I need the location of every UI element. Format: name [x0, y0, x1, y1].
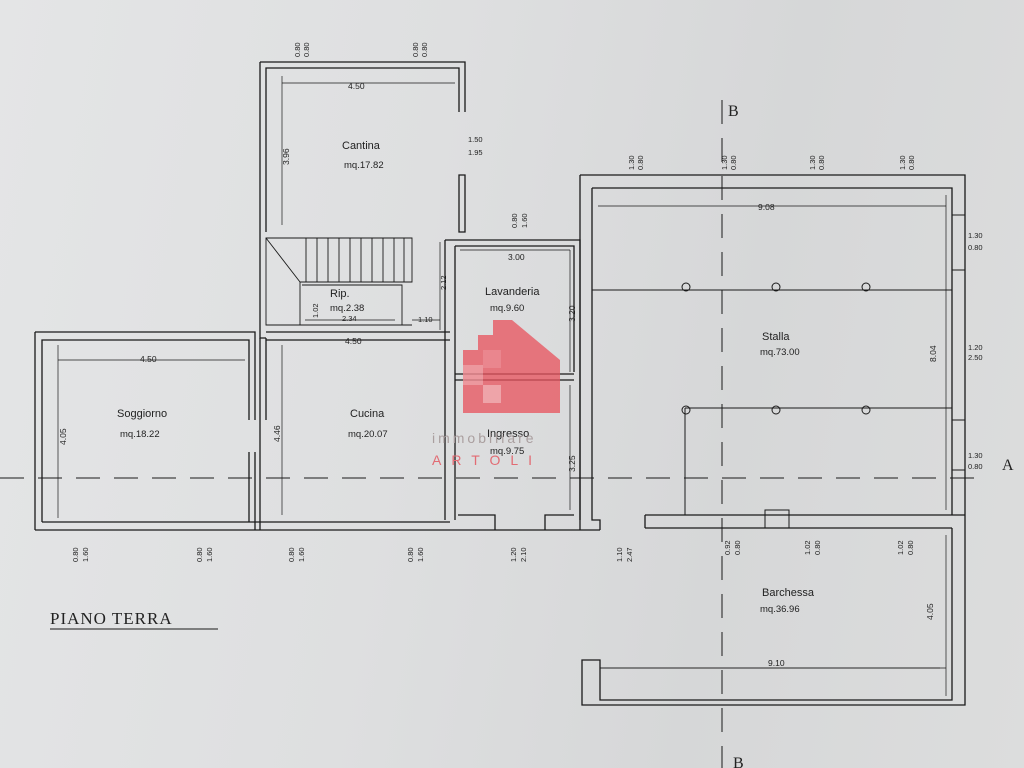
section-b-top-label: B: [728, 103, 739, 120]
stalla-top2-a: 1.30: [720, 155, 729, 170]
room-lavanderia: Lavanderia mq.9.60: [485, 286, 540, 314]
lav-height: 3.20: [567, 305, 577, 322]
room-name: Ingresso: [487, 428, 529, 440]
section-a-label: A: [1002, 457, 1014, 474]
cantina-height: 3.96: [281, 148, 291, 165]
barchessa-width: 9.10: [768, 658, 785, 668]
stalla-width: 9.08: [758, 202, 775, 212]
bottom-win4-a: 0.80: [406, 547, 415, 562]
bottom-win2-b: 1.60: [205, 547, 214, 562]
lav-width: 3.00: [508, 252, 525, 262]
room-name: Soggiorno: [117, 408, 167, 420]
soggiorno-width: 4.50: [140, 354, 157, 364]
barchessa-height: 4.05: [925, 603, 935, 620]
bottom-win2-a: 0.80: [195, 547, 204, 562]
bottom-win8-a: 1.02: [803, 540, 812, 555]
room-area: mq.36.96: [760, 604, 800, 615]
bottom-win1-b: 1.60: [81, 547, 90, 562]
stalla-top1-b: 0.80: [636, 155, 645, 170]
bottom-win1-a: 0.80: [71, 547, 80, 562]
stalla-right2-b: 2.50: [968, 353, 983, 362]
watermark-text-line1: immobiliare: [432, 430, 537, 446]
cantina-side-a: 1.50: [468, 135, 483, 144]
stalla-top1-a: 1.30: [627, 155, 636, 170]
cantina-win1-b: 0.80: [302, 42, 311, 57]
room-soggiorno: Soggiorno mq.18.22: [117, 408, 167, 440]
cantina-win2-a: 0.80: [411, 42, 420, 57]
bottom-door6-b: 2.47: [625, 547, 634, 562]
rip-door: 1.10: [418, 315, 433, 324]
section-b-bottom-label: B: [733, 755, 744, 768]
room-area: mq.9.60: [490, 303, 524, 314]
lav-win-b: 1.60: [520, 213, 529, 228]
room-cantina: Cantina mq.17.82: [342, 140, 384, 171]
stalla-right1-b: 0.80: [968, 243, 983, 252]
bottom-door5-a: 1.20: [509, 547, 518, 562]
stalla-height: 8.04: [928, 345, 938, 362]
room-stalla: Stalla mq.73.00: [760, 331, 800, 358]
stalla-columns: [681, 282, 871, 529]
stair-height: 2.12: [439, 275, 448, 290]
bottom-door6-a: 1.10: [615, 547, 624, 562]
room-name: Cantina: [342, 140, 381, 152]
lav-win-a: 0.80: [510, 213, 519, 228]
stalla-top4-b: 0.80: [907, 155, 916, 170]
room-cucina: Cucina mq.20.07: [348, 408, 388, 440]
rip-width: 2.34: [342, 314, 357, 323]
dimension-lines: [57, 76, 947, 696]
cantina-win2-b: 0.80: [420, 42, 429, 57]
bottom-win8-b: 0.80: [813, 540, 822, 555]
room-area: mq.20.07: [348, 429, 388, 440]
bottom-win4-b: 1.60: [416, 547, 425, 562]
stalla-right3-b: 0.80: [968, 462, 983, 471]
bottom-win3-a: 0.80: [287, 547, 296, 562]
room-name: Stalla: [762, 331, 790, 343]
room-name: Barchessa: [762, 587, 815, 599]
cantina-side-b: 1.95: [468, 148, 483, 157]
room-area: mq.17.82: [344, 160, 384, 171]
plan-title: PIANO TERRA: [50, 609, 173, 628]
room-ingresso: Ingresso mq.9.75: [487, 428, 529, 457]
rip-height: 1.02: [311, 303, 320, 318]
cucina-height: 4.46: [272, 425, 282, 442]
stalla-top4-a: 1.30: [898, 155, 907, 170]
bottom-win7-a: 0.92: [723, 540, 732, 555]
cantina-width: 4.50: [348, 81, 365, 91]
cucina-width: 4.50: [345, 336, 362, 346]
room-area: mq.9.75: [490, 446, 524, 457]
room-area: mq.2.38: [330, 303, 364, 314]
bottom-win7-b: 0.80: [733, 540, 742, 555]
room-area: mq.73.00: [760, 347, 800, 358]
dimension-labels: 4.50 3.96 0.80 0.80 0.80 0.80 1.50 1.95 …: [58, 42, 983, 668]
bottom-win3-b: 1.60: [297, 547, 306, 562]
bottom-win9-a: 1.02: [896, 540, 905, 555]
room-name: Rip.: [330, 288, 350, 300]
watermark-logo: [463, 320, 560, 413]
stalla-right1-a: 1.30: [968, 231, 983, 240]
stalla-top2-b: 0.80: [729, 155, 738, 170]
staircase: [265, 237, 413, 326]
stalla-right2-a: 1.20: [968, 343, 983, 352]
room-name: Lavanderia: [485, 286, 540, 298]
stalla-right3-a: 1.30: [968, 451, 983, 460]
room-barchessa: Barchessa mq.36.96: [760, 587, 815, 615]
stalla-top3-b: 0.80: [817, 155, 826, 170]
stalla-top3-a: 1.30: [808, 155, 817, 170]
room-name: Cucina: [350, 408, 385, 420]
bottom-win9-b: 0.80: [906, 540, 915, 555]
walls: [34, 61, 966, 706]
section-lines: [0, 100, 985, 768]
cantina-win1-a: 0.80: [293, 42, 302, 57]
ingresso-height: 3.25: [567, 455, 577, 472]
soggiorno-height: 4.05: [58, 428, 68, 445]
window-marks: [70, 61, 965, 531]
bottom-door5-b: 2.10: [519, 547, 528, 562]
room-area: mq.18.22: [120, 429, 160, 440]
room-rip: Rip. mq.2.38: [330, 288, 364, 314]
watermark-text-line2: ARTOLI: [432, 452, 542, 468]
